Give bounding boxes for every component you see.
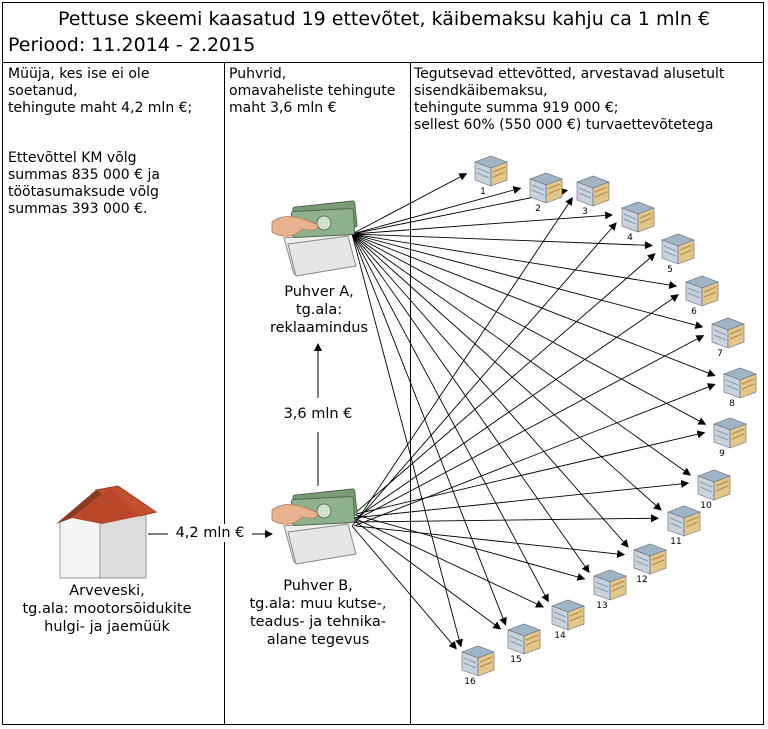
- arrow-a-to-company-1: [351, 173, 468, 235]
- flow-label-seller-to-b: 4,2 mln €: [168, 524, 252, 542]
- column-divider-2: [410, 62, 411, 725]
- money-hand-icon: [271, 200, 358, 277]
- arrow-a-to-company-11: [351, 233, 662, 511]
- company-building-icon: [667, 505, 701, 537]
- arrow-b-to-company-15: [355, 521, 502, 630]
- title-line-1: Pettuse skeemi kaasatud 19 ettevõtet, kä…: [58, 8, 710, 30]
- flow-arrows: [351, 173, 716, 650]
- company-number: 10: [700, 501, 712, 511]
- active-column-header: Tegutsevad ettevõtted, arvestavad aluset…: [414, 66, 725, 133]
- arrow-a-to-company-9: [351, 233, 707, 425]
- company-number: 15: [510, 655, 521, 665]
- company-number: 9: [719, 449, 725, 459]
- arrow-b-to-company-6: [355, 294, 679, 519]
- company-number: 13: [596, 601, 607, 611]
- arrow-a-to-company-16: [351, 233, 463, 648]
- arrow-a-to-company-6: [351, 233, 678, 289]
- company-number: 5: [667, 265, 673, 275]
- company-building-icon: [697, 469, 731, 501]
- title-line-2: Periood: 11.2014 - 2.2015: [8, 34, 256, 56]
- buffers-column-header: Puhvrid, omavaheliste tehingute maht 3,6…: [229, 66, 396, 116]
- company-number: 12: [636, 575, 647, 585]
- arrow-a-to-company-8: [351, 233, 716, 377]
- arrow-a-to-company-12: [351, 233, 629, 548]
- arrow-a-to-company-7: [351, 233, 704, 329]
- diagram-title: Pettuse skeemi kaasatud 19 ettevõtet, kä…: [8, 6, 760, 58]
- seller-label: Arveveski, tg.ala: mootorsõidukite hulgi…: [22, 583, 192, 635]
- seller-column-header: Müüja, kes ise ei ole soetanud, tehingut…: [8, 66, 193, 116]
- company-building-icon: [711, 317, 745, 349]
- company-building-icon: [713, 417, 747, 449]
- arrow-b-to-company-10: [351, 479, 690, 519]
- buffer-b-label: Puhver B, tg.ala: muu kutse-, teadus- ja…: [249, 578, 387, 648]
- arrow-b-to-company-16: [351, 525, 457, 650]
- arrow-b-to-company-3: [355, 197, 573, 523]
- house-icon: [56, 485, 158, 579]
- arrow-a-to-company-14: [351, 233, 549, 603]
- seller-debt-text: Ettevõttel KM võlg summas 835 000 € ja t…: [8, 150, 160, 217]
- company-building-icon: [551, 599, 585, 631]
- company-number: 1: [480, 187, 486, 197]
- flow-label-b-to-a: 3,6 mln €: [283, 406, 353, 422]
- arrow-a-to-company-13: [351, 233, 590, 574]
- arrow-a-to-company-15: [351, 233, 507, 626]
- company-number: 7: [717, 349, 723, 359]
- company-number: 8: [729, 399, 735, 409]
- company-number: 4: [627, 233, 633, 243]
- arrow-b-to-company-13: [351, 513, 586, 581]
- company-building-icon: [723, 367, 757, 399]
- company-building-icon: [507, 623, 541, 655]
- arrow-a-to-company-2: [351, 186, 522, 235]
- arrow-b-to-company-14: [353, 517, 545, 608]
- header-divider: [2, 62, 764, 63]
- company-building-icon: [621, 201, 655, 233]
- company-number: 3: [582, 207, 588, 217]
- arrow-a-to-company-5: [351, 233, 653, 250]
- company-building-icon: [593, 569, 627, 601]
- buffer-a-label: Puhver A, tg.ala: reklaamindus: [269, 284, 369, 336]
- company-building-icon: [633, 543, 667, 575]
- company-number: 6: [691, 307, 697, 317]
- arrow-b-to-company-7: [351, 335, 705, 523]
- arrow-a-to-company-10: [351, 233, 692, 476]
- company-building-icon: [661, 233, 695, 265]
- company-building-icon: [685, 275, 719, 307]
- arrow-a-to-company-4: [351, 211, 613, 235]
- arrow-b-to-company-12: [355, 525, 626, 558]
- company-number: 11: [670, 537, 681, 547]
- company-building-icon: [461, 645, 495, 677]
- column-divider-1: [224, 62, 225, 725]
- company-number: 16: [464, 677, 476, 687]
- company-number: 14: [554, 631, 566, 641]
- arrow-b-to-company-8: [353, 383, 716, 527]
- arrow-b-to-company-9: [355, 430, 706, 515]
- arrow-b-to-company-5: [353, 253, 656, 515]
- company-number: 2: [535, 204, 541, 214]
- money-hand-icon: [271, 488, 358, 565]
- company-building-icon: [474, 155, 508, 187]
- arrow-b-to-company-4: [351, 222, 617, 527]
- company-building-icon: [529, 172, 563, 204]
- company-building-icon: [576, 175, 610, 207]
- arrow-b-to-company-11: [353, 514, 659, 523]
